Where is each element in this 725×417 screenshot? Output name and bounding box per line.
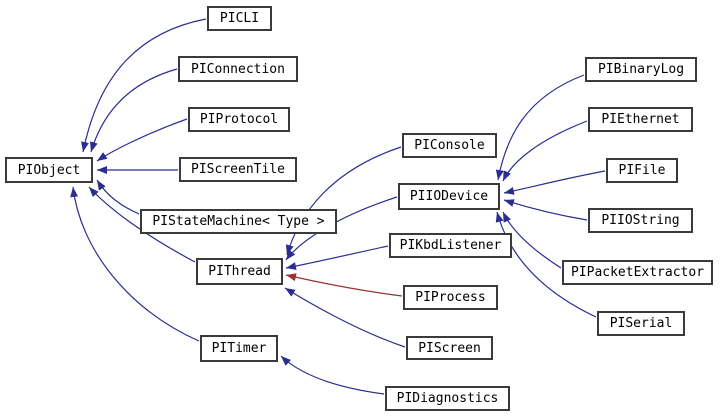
edge-PIDiagnostics-PITimer (280, 355, 385, 395)
node-PISerial[interactable]: PISerial (597, 311, 685, 336)
edge-PIStateMachine-PIObject (96, 179, 140, 215)
edge-PIScreen-PIThread (284, 287, 406, 348)
node-PIProcess[interactable]: PIProcess (403, 285, 498, 310)
edge-PIProtocol-PIObject (96, 118, 188, 162)
node-PIObject[interactable]: PIObject (5, 157, 93, 183)
edge-PIThread-PIObject (88, 186, 196, 263)
edge-PIPacketExtractor-PIIODevice (502, 211, 562, 269)
node-PIConnection[interactable]: PIConnection (178, 56, 298, 82)
edge-PIConnection-PIObject (89, 68, 178, 153)
node-PIDiagnostics[interactable]: PIDiagnostics (385, 386, 510, 411)
node-PICLI[interactable]: PICLI (207, 6, 272, 31)
edge-PIFile-PIIODevice (503, 170, 606, 195)
edge-PIKbdListener-PIThread (285, 245, 389, 271)
node-PIScreen[interactable]: PIScreen (406, 336, 493, 360)
node-PIThread[interactable]: PIThread (196, 258, 283, 285)
node-PIEthernet[interactable]: PIEthernet (588, 107, 693, 132)
node-PITimer[interactable]: PITimer (200, 335, 278, 362)
node-PIStateMachine[interactable]: PIStateMachine< Type > (140, 209, 337, 234)
node-PIFile[interactable]: PIFile (606, 158, 678, 183)
edge-PISerial-PIIODevice (495, 211, 597, 318)
node-PIIODevice[interactable]: PIIODevice (398, 183, 500, 210)
edge-PITimer-PIObject (70, 186, 200, 342)
edge-PIBinaryLog-PIIODevice (495, 74, 585, 181)
node-PIKbdListener[interactable]: PIKbdListener (389, 233, 512, 258)
node-PIScreenTile[interactable]: PIScreenTile (179, 157, 297, 182)
edge-PIIOString-PIIODevice (503, 199, 588, 221)
node-PIPacketExtractor[interactable]: PIPacketExtractor (562, 260, 713, 285)
edge-PICLI-PIObject (81, 18, 207, 153)
edge-PIEthernet-PIIODevice (502, 120, 588, 182)
edge-PIConsole-PIThread (285, 146, 402, 256)
node-PIProtocol[interactable]: PIProtocol (188, 107, 290, 132)
edge-PIProcess-PIThread (285, 273, 403, 297)
node-PIIOString[interactable]: PIIOString (588, 208, 693, 233)
node-PIConsole[interactable]: PIConsole (402, 133, 497, 158)
node-PIBinaryLog[interactable]: PIBinaryLog (585, 57, 697, 82)
